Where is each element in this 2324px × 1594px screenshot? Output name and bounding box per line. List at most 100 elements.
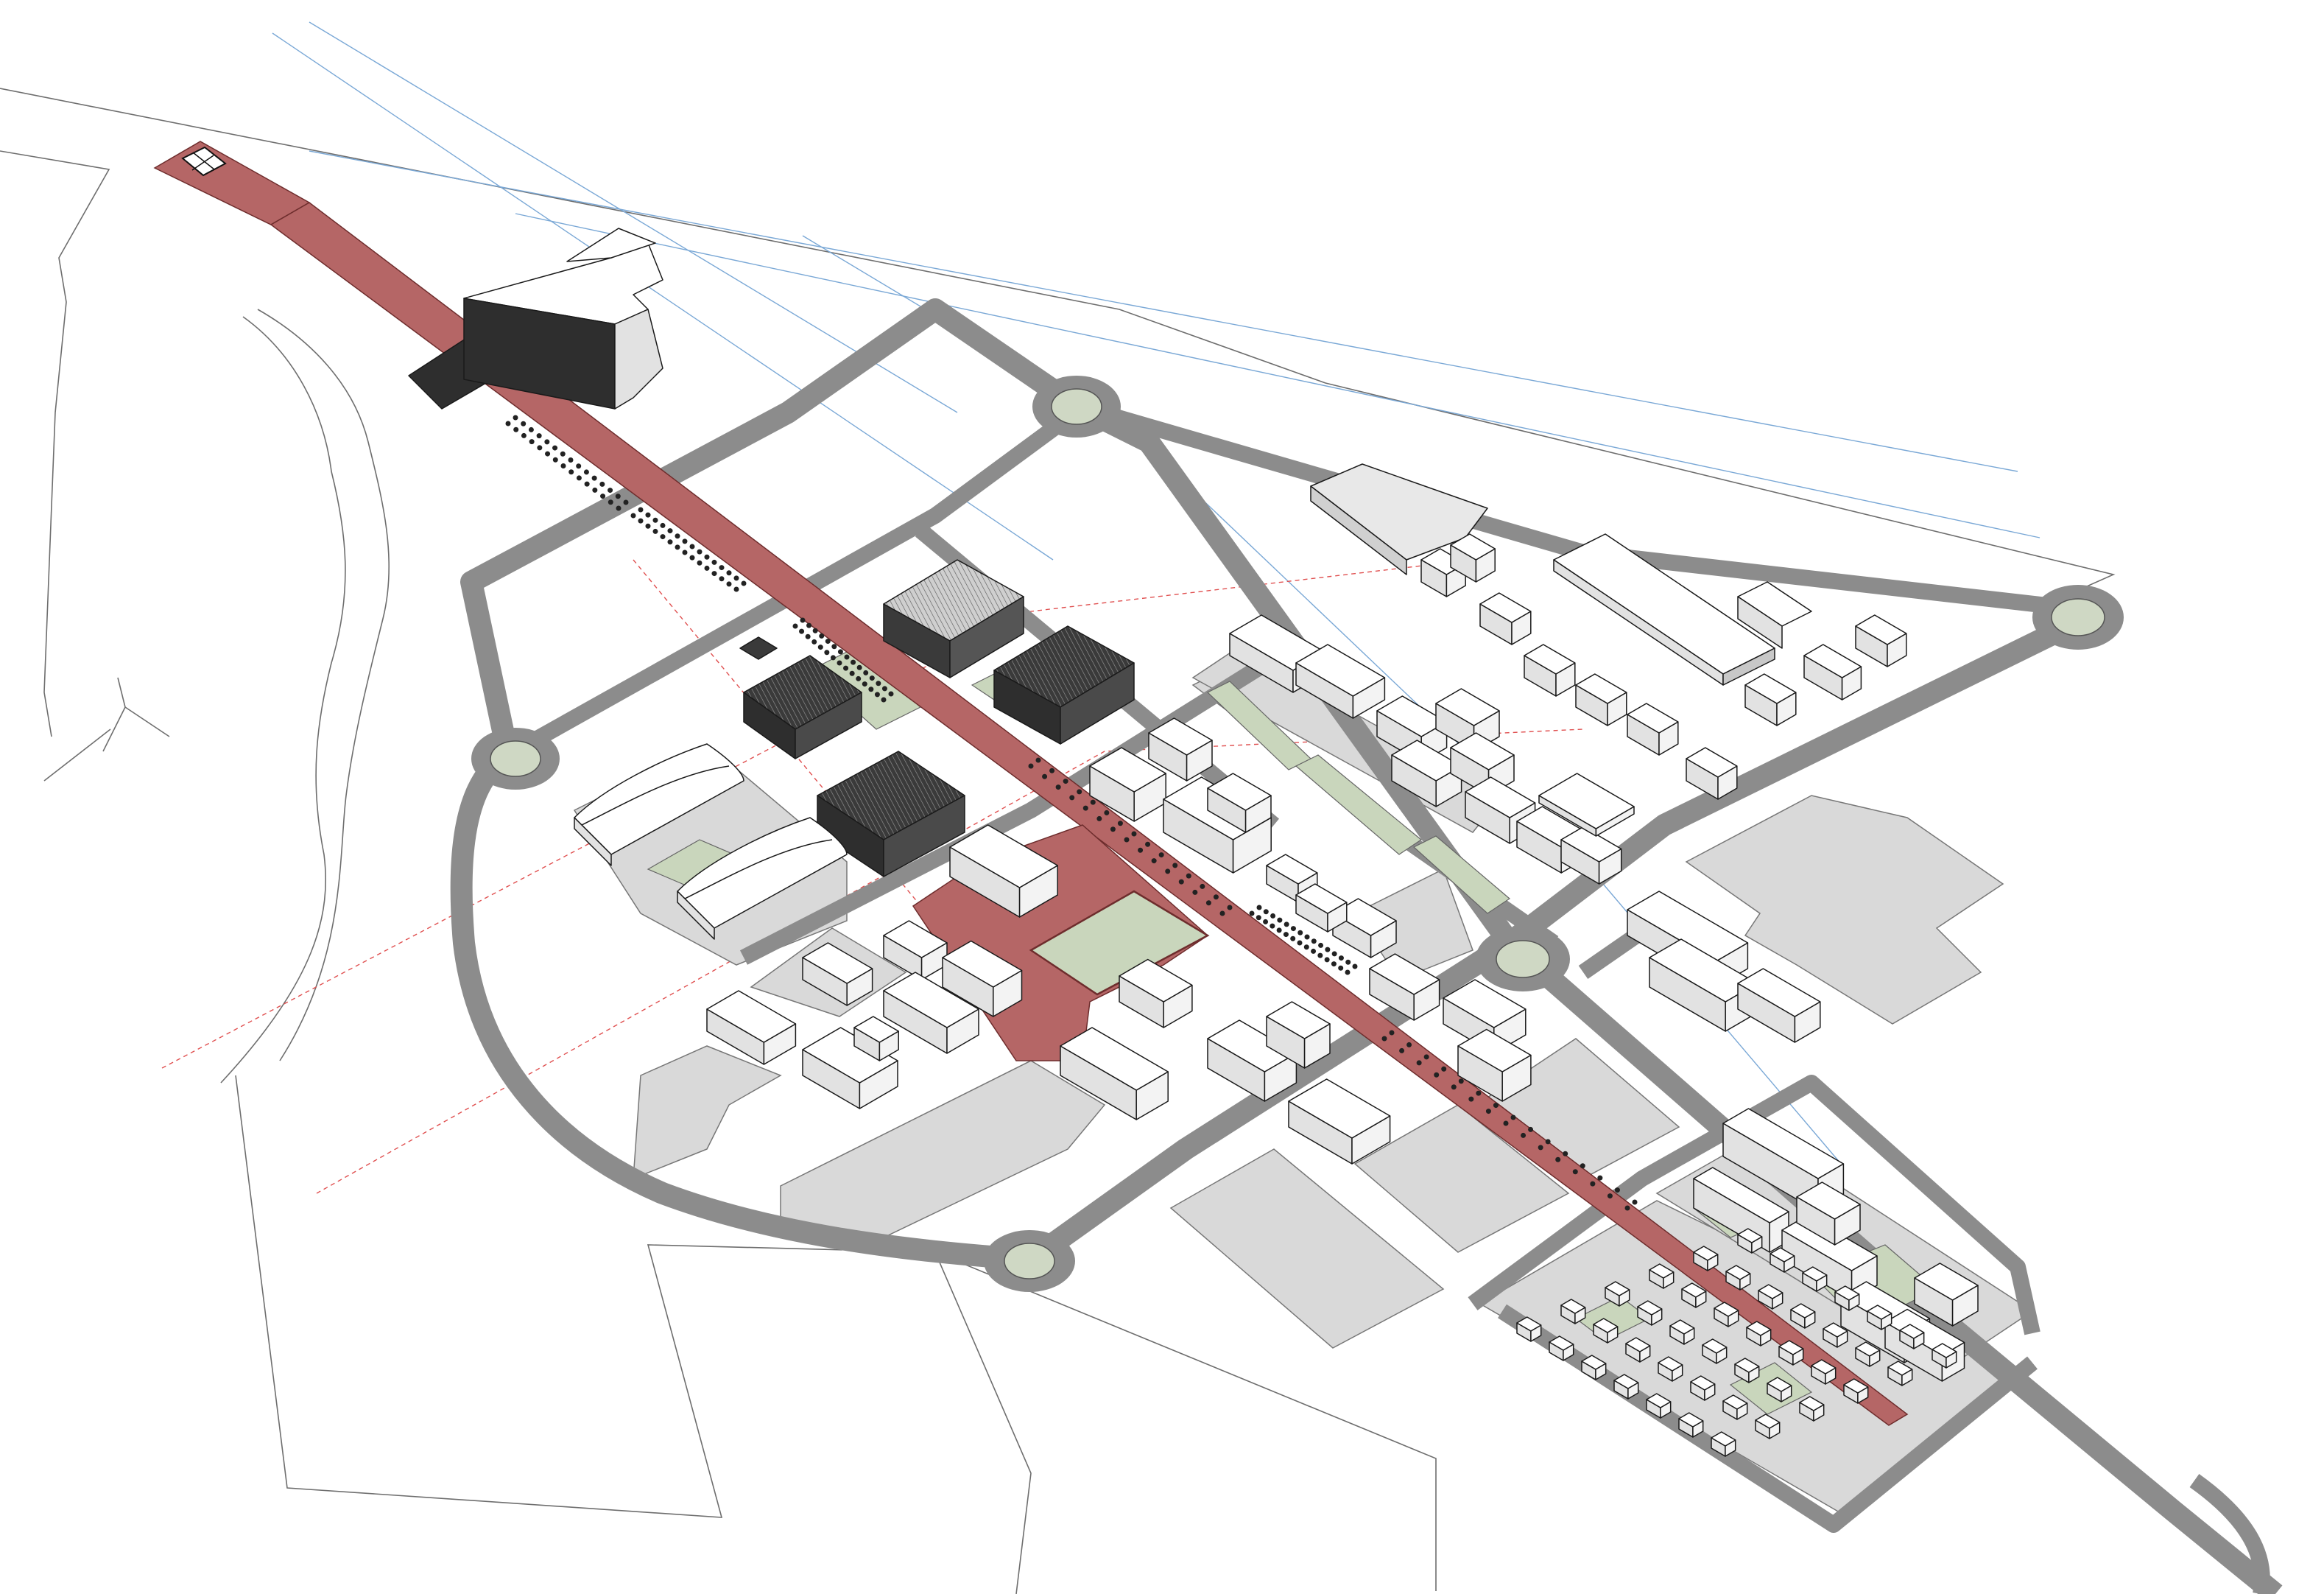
house-31 (1678, 1412, 1704, 1438)
road-inner-2 (739, 656, 1271, 965)
block-sw-6 (883, 972, 979, 1054)
tree-149 (1345, 969, 1351, 975)
road-northwest (460, 298, 1082, 758)
house-22 (1746, 1321, 1772, 1347)
tree-59 (733, 586, 739, 592)
tree-150 (1352, 963, 1358, 969)
block-sw-1 (802, 942, 873, 1006)
tree-135 (1297, 940, 1303, 946)
tree-61 (792, 623, 798, 629)
tree-99 (1082, 805, 1088, 811)
tree-22 (591, 475, 597, 481)
tree-28 (615, 494, 621, 499)
house-2 (1560, 1299, 1586, 1324)
house-17 (1758, 1284, 1784, 1310)
tree-103 (1110, 826, 1116, 832)
tree-107 (1138, 847, 1144, 853)
small-pavilion (739, 636, 778, 660)
tree-136 (1304, 934, 1310, 940)
tree-158 (1441, 1066, 1447, 1072)
house-26 (1690, 1375, 1716, 1401)
tree-74 (837, 649, 843, 655)
tree-157 (1434, 1072, 1440, 1078)
tree-62 (800, 617, 806, 623)
tree-32 (638, 507, 644, 513)
tree-8 (536, 433, 542, 439)
tree-41 (667, 539, 673, 545)
house-3 (1605, 1281, 1630, 1307)
tree-172 (1563, 1151, 1568, 1156)
tree-78 (851, 659, 856, 665)
tree-75 (837, 660, 842, 666)
tree-49 (697, 560, 703, 566)
tree-164 (1493, 1103, 1499, 1109)
tree-68 (819, 633, 825, 639)
tree-27 (608, 499, 613, 505)
tree-11 (545, 451, 551, 457)
tree-125 (1263, 919, 1269, 924)
tree-63 (799, 628, 805, 634)
house-9 (1637, 1300, 1663, 1326)
tree-48 (697, 549, 703, 555)
plaza-green (1029, 890, 1210, 996)
parking-field-west (633, 1045, 782, 1180)
tree-26 (608, 488, 613, 494)
house-5 (1693, 1246, 1719, 1271)
tree-114 (1186, 873, 1191, 879)
tree-52 (711, 559, 717, 565)
parking-field-south (1169, 1148, 1445, 1349)
tree-180 (1632, 1199, 1638, 1205)
tree-97 (1069, 795, 1075, 801)
tree-170 (1545, 1139, 1551, 1145)
tree-10 (544, 439, 550, 445)
tree-155 (1416, 1060, 1422, 1066)
tree-6 (528, 426, 534, 432)
tree-31 (630, 513, 636, 519)
tree-152 (1389, 1030, 1395, 1036)
tree-98 (1077, 789, 1082, 795)
tree-73 (830, 655, 836, 661)
tree-1 (505, 421, 511, 426)
block-north-2 (1148, 717, 1213, 782)
block-row-4 (1524, 644, 1576, 697)
tree-89 (881, 697, 887, 703)
industrial-hall-1 (883, 559, 1024, 678)
tree-82 (863, 670, 869, 675)
tree-100 (1090, 799, 1096, 805)
tree-171 (1555, 1156, 1561, 1162)
roundabout-center (1476, 927, 1570, 991)
parking-field-center-south (1353, 1104, 1570, 1253)
tree-140 (1318, 942, 1324, 948)
tree-124 (1263, 909, 1269, 915)
house-12 (1770, 1247, 1795, 1273)
tree-55 (719, 576, 725, 582)
block-plaza-west (949, 824, 1058, 918)
tree-166 (1510, 1114, 1516, 1120)
tree-115 (1192, 889, 1198, 895)
house-25 (1646, 1393, 1672, 1419)
tree-108 (1145, 841, 1151, 847)
roundabout-west (471, 728, 560, 790)
block-north-6 (1295, 883, 1348, 933)
tree-119 (1219, 910, 1225, 916)
buildings (408, 228, 1812, 940)
tree-76 (844, 654, 850, 660)
tree-113 (1178, 879, 1184, 885)
tree-54 (719, 565, 725, 571)
block-row-8 (1744, 673, 1797, 726)
tree-2 (513, 415, 518, 421)
tree-174 (1580, 1163, 1585, 1169)
house-27 (1734, 1358, 1760, 1383)
tree-42 (675, 533, 680, 539)
tree-163 (1485, 1109, 1491, 1114)
block-north-4 (1207, 773, 1272, 833)
tree-17 (568, 469, 574, 475)
site-boundary-lines (0, 88, 2116, 1594)
tree-24 (599, 481, 605, 487)
house-7 (1549, 1335, 1574, 1361)
tree-35 (645, 523, 651, 529)
tree-84 (869, 675, 875, 681)
house-41 (1887, 1360, 1913, 1386)
road-west-link (504, 406, 1080, 762)
house-19 (1613, 1374, 1639, 1400)
